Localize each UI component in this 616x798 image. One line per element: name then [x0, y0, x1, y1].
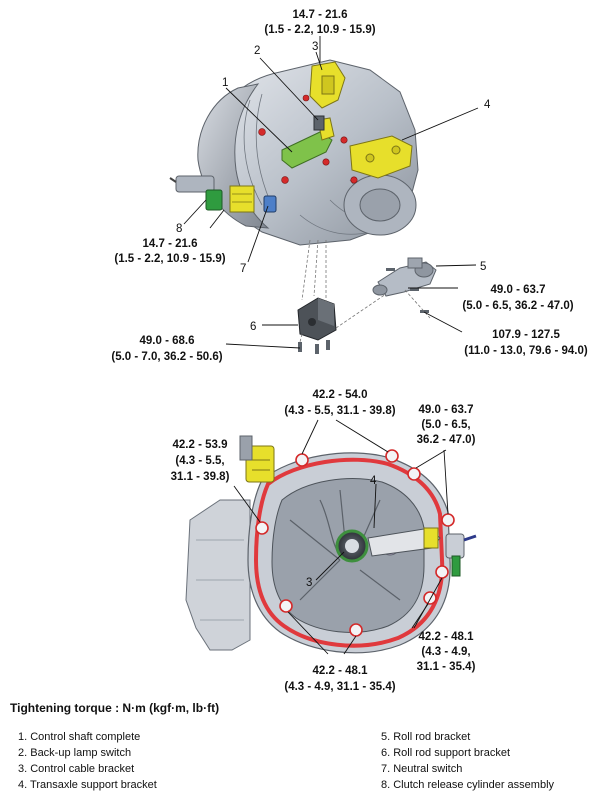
- torque-right-top-line2: (5.0 - 6.5,: [421, 419, 470, 431]
- housing-left-body: [185, 499, 251, 651]
- callout-4-bottom: 4: [370, 475, 377, 487]
- callout-4: 4: [484, 99, 491, 111]
- clutch-release-cylinder: [169, 175, 255, 213]
- parts-legend-left: 1. Control shaft complete 2. Back-up lam…: [18, 729, 157, 793]
- legend-item: 8. Clutch release cylinder assembly: [381, 779, 555, 791]
- torque-sub-support-bracket-6: (5.0 - 7.0, 36.2 - 50.6): [111, 351, 222, 363]
- callout-2: 2: [254, 45, 260, 57]
- torque-left-line3: 31.1 - 39.8): [171, 471, 230, 483]
- torque-right-top-line3: 36.2 - 47.0): [417, 434, 476, 446]
- callout-8: 8: [176, 223, 182, 235]
- torque-top-value: 42.2 - 54.0: [313, 389, 368, 401]
- bottom-leader-lines: [233, 419, 449, 655]
- legend-item: 7. Neutral switch: [381, 763, 463, 775]
- roll-rod-support-bracket: [297, 297, 337, 341]
- torque-sub-roll-rod-bolt: (11.0 - 13.0, 79.6 - 94.0): [464, 345, 588, 357]
- housing-left-bracket: [239, 435, 275, 483]
- callout-5: 5: [480, 261, 486, 273]
- torque-sub-bracket-3: (1.5 - 2.2, 10.9 - 15.9): [264, 24, 375, 36]
- top-leader-lines: [183, 36, 479, 349]
- parts-legend-right: 5. Roll rod bracket 6. Roll rod support …: [381, 729, 554, 793]
- torque-caption: Tightening torque : N·m (kgf·m, lb·ft): [10, 701, 220, 715]
- torque-right-bottom-line1: 42.2 - 48.1: [419, 631, 475, 643]
- callout-3: 3: [312, 41, 318, 53]
- sealant-line: [253, 457, 445, 648]
- housing-right-fitting: [445, 533, 477, 577]
- torque-right-bottom-line3: 31.1 - 35.4): [417, 661, 476, 673]
- torque-value-roll-rod-bracket: 49.0 - 63.7: [491, 284, 546, 296]
- callout-7: 7: [240, 263, 246, 275]
- torque-right-top-line1: 49.0 - 63.7: [419, 404, 474, 416]
- callout-6: 6: [250, 321, 256, 333]
- legend-item: 4. Transaxle support bracket: [18, 779, 157, 791]
- torque-sub-cylinder-8: (1.5 - 2.2, 10.9 - 15.9): [114, 253, 225, 265]
- torque-bottom-sub: (4.3 - 4.9, 31.1 - 35.4): [284, 681, 395, 693]
- back-up-lamp-switch: [313, 115, 325, 131]
- torque-top-sub: (4.3 - 5.5, 31.1 - 39.8): [284, 405, 395, 417]
- torque-right-bottom-line2: (4.3 - 4.9,: [421, 646, 470, 658]
- legend-item: 5. Roll rod bracket: [381, 731, 471, 743]
- torque-value-support-bracket-6: 49.0 - 68.6: [140, 335, 195, 347]
- callout-3-bottom: 3: [306, 577, 312, 589]
- neutral-switch: [263, 195, 277, 213]
- loose-bolts: [298, 268, 429, 354]
- torque-left-line1: 42.2 - 53.9: [173, 439, 228, 451]
- transaxle-top-view: 1 2 3 4 5 6 7 8 14.7 - 21.6 (1.5 - 2.2, …: [111, 9, 587, 363]
- torque-bottom-value: 42.2 - 48.1: [313, 665, 369, 677]
- case-bolts: [258, 94, 358, 184]
- torque-value-bracket-3: 14.7 - 21.6: [293, 9, 348, 21]
- bell-housing-face-view: 3 4 42.2 - 54.0 (4.3 - 5.5, 31.1 - 39.8)…: [171, 389, 477, 693]
- legend-item: 2. Back-up lamp switch: [18, 747, 132, 759]
- legend-item: 6. Roll rod support bracket: [381, 747, 511, 759]
- legend-item: 1. Control shaft complete: [18, 731, 141, 743]
- roll-rod-bracket: [372, 257, 437, 297]
- callout-1: 1: [222, 77, 228, 89]
- torque-left-line2: (4.3 - 5.5,: [175, 455, 224, 467]
- torque-value-cylinder-8: 14.7 - 21.6: [143, 238, 198, 250]
- torque-value-roll-rod-bolt: 107.9 - 127.5: [492, 329, 560, 341]
- torque-sub-roll-rod-bracket: (5.0 - 6.5, 36.2 - 47.0): [462, 300, 573, 312]
- legend-item: 3. Control cable bracket: [18, 763, 135, 775]
